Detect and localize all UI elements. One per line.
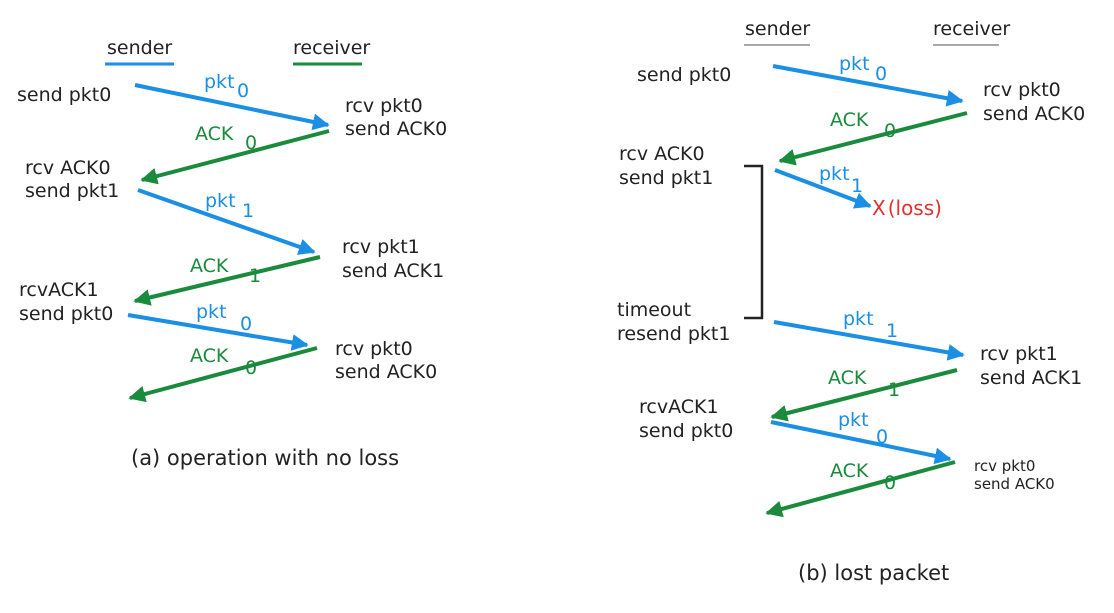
receiver-event: rcv pkt1 send ACK1 — [342, 236, 444, 282]
sender-event: rcvACK1 send pkt0 — [19, 279, 113, 325]
receiver-event: rcv pkt0 send ACK0 — [974, 457, 1055, 493]
sender-event: rcvACK1 send pkt0 — [639, 396, 733, 442]
message-label: ACK — [190, 345, 229, 367]
message-seq: 0 — [240, 313, 252, 335]
message-label: pkt — [839, 53, 870, 75]
message-arrow-ack0 — [765, 460, 956, 518]
message-seq: 1 — [249, 265, 261, 287]
message-label: pkt — [838, 409, 869, 431]
loss-marker: X(loss) — [872, 196, 942, 220]
sender-event: send pkt0 — [637, 64, 731, 86]
message-label: ACK — [830, 109, 869, 131]
sender-event: timeout resend pkt1 — [617, 299, 730, 345]
message-arrow-pkt1 — [137, 188, 316, 255]
message-label: pkt — [196, 301, 227, 323]
message-label: pkt — [205, 190, 236, 212]
message-seq: 0 — [884, 120, 896, 142]
receiver-event: rcv pkt0 send ACK0 — [335, 338, 437, 383]
message-arrow-ack1 — [770, 368, 958, 422]
message-label: ACK — [195, 123, 234, 145]
receiver-event: rcv pkt0 send ACK0 — [345, 95, 447, 140]
message-seq: 1 — [886, 320, 898, 342]
message-seq: 1 — [851, 175, 863, 197]
diagram-caption: (b) lost packet — [798, 561, 949, 585]
receiver-header: receiver — [293, 37, 370, 59]
message-label: pkt — [819, 163, 850, 185]
message-arrow-ack0 — [778, 111, 968, 166]
diagram-caption: (a) operation with no loss — [131, 446, 399, 470]
message-arrow-pkt1-resend — [773, 320, 965, 361]
message-label: ACK — [828, 367, 867, 389]
sender-event: rcv ACK0 send pkt1 — [619, 143, 713, 189]
receiver-event: rcv pkt0 send ACK0 — [983, 79, 1085, 125]
message-seq: 0 — [876, 426, 888, 448]
loss-x-icon: X — [872, 196, 886, 220]
timeout-bracket — [744, 164, 764, 320]
message-seq: 1 — [242, 200, 254, 222]
diagram-a: sender receiver send pkt0 rcv ACK0 send … — [17, 37, 447, 470]
receiver-header: receiver — [933, 18, 1010, 40]
message-arrow-pkt0 — [770, 420, 952, 465]
message-label: ACK — [830, 460, 869, 482]
sender-event: rcv ACK0 send pkt1 — [25, 157, 119, 202]
sender-header: sender — [107, 37, 172, 59]
message-arrow-ack1 — [133, 255, 321, 306]
message-seq: 0 — [884, 472, 896, 494]
message-arrow-ack0 — [128, 346, 318, 403]
message-seq: 0 — [245, 357, 257, 379]
sender-event: send pkt0 — [17, 84, 111, 106]
message-seq: 0 — [237, 80, 249, 102]
message-seq: 1 — [888, 379, 900, 401]
message-label: pkt — [204, 71, 235, 93]
message-seq: 0 — [245, 132, 257, 154]
message-label: pkt — [843, 308, 874, 330]
receiver-event: rcv pkt1 send ACK1 — [980, 343, 1082, 389]
message-seq: 0 — [875, 63, 887, 85]
message-arrow-ack0 — [140, 129, 330, 185]
message-arrow-pkt0 — [134, 83, 330, 131]
sender-header: sender — [745, 18, 810, 40]
message-arrow-pkt1-lost — [774, 168, 872, 209]
message-arrow-pkt0 — [772, 64, 964, 107]
diagram-b: sender receiver send pkt0 rcv ACK0 send … — [617, 18, 1085, 585]
message-label: ACK — [190, 255, 229, 277]
message-arrow-pkt0 — [127, 313, 309, 351]
